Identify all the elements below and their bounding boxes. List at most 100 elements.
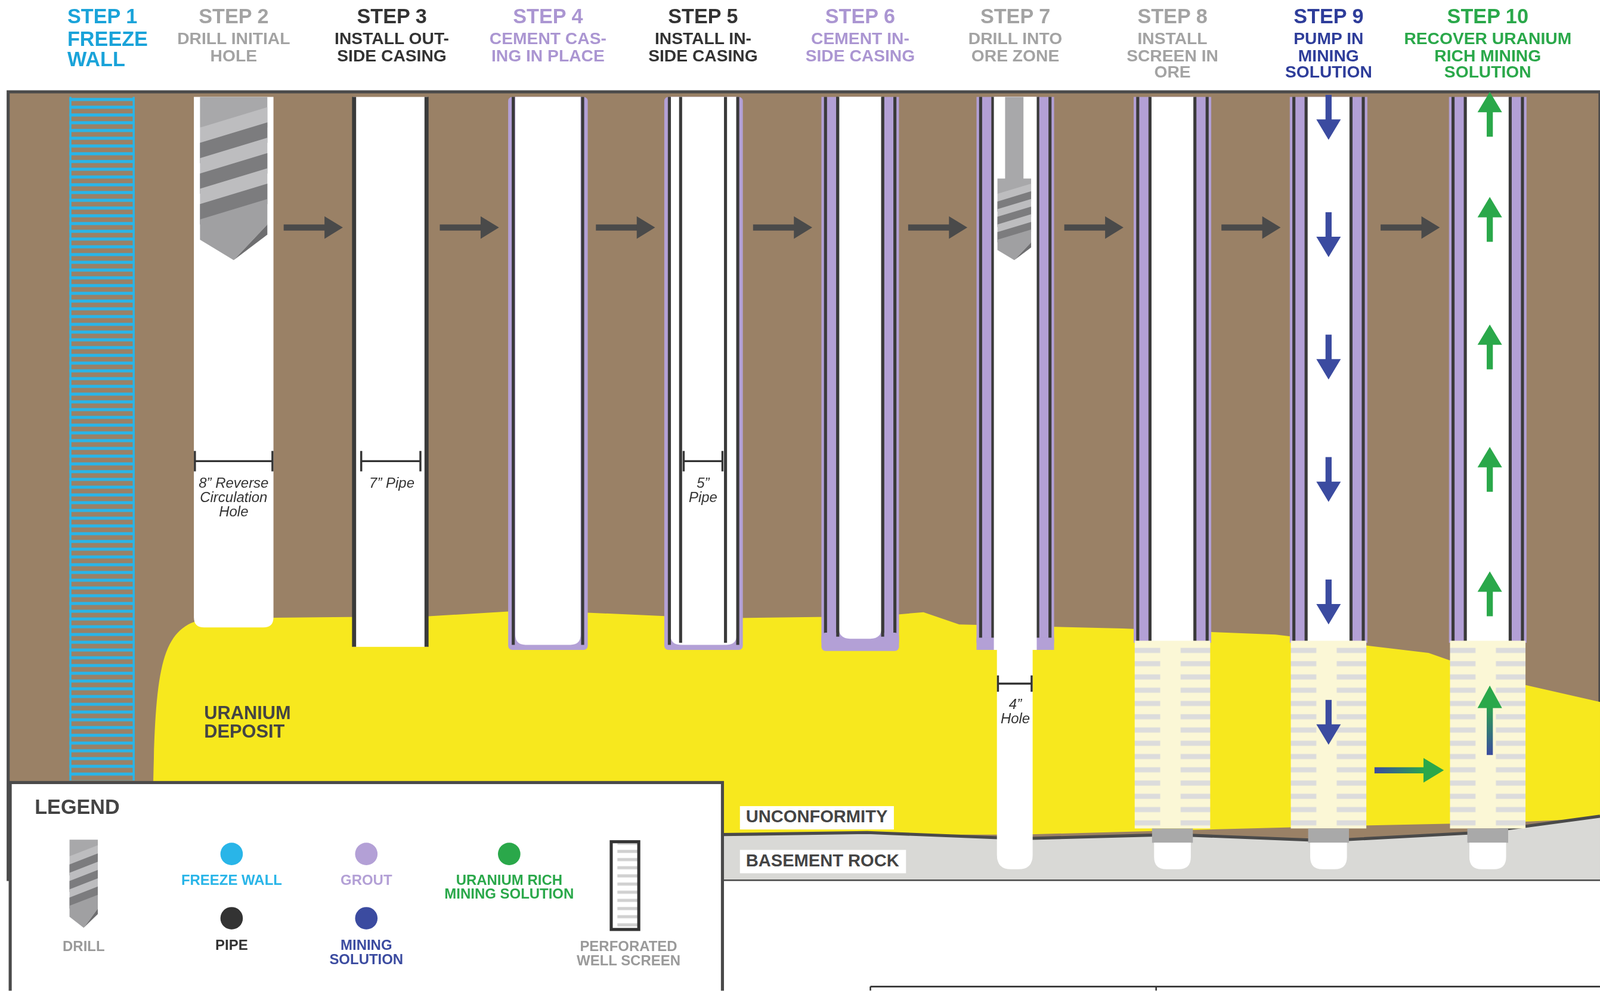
legend-text: PERFORATED WELL SCREEN — [567, 938, 690, 968]
inside-casing — [721, 450, 724, 472]
step-title: STEP 3 — [315, 5, 469, 27]
screened-wells — [1291, 641, 1367, 870]
step-subtitle: INSTALL OUT-SIDE CASING — [326, 29, 458, 64]
ore-zone-drilling — [997, 682, 1032, 685]
cemented-inside-casing — [881, 97, 885, 637]
flow-arrows — [1477, 91, 1503, 137]
inside-casing — [670, 97, 737, 646]
freeze-wall — [69, 97, 135, 781]
drill-hole — [193, 97, 274, 628]
flow-arrows — [1316, 334, 1341, 380]
inside-casing — [667, 97, 671, 646]
dimension-label: 8” Reverse Circulation Hole — [186, 475, 281, 519]
layer-label: UNCONFORMITY — [746, 808, 888, 828]
legend-swatch — [220, 842, 244, 866]
flow-arrows — [1316, 212, 1341, 258]
step-subtitle: PUMP IN MINING SOLUTION — [1263, 29, 1394, 81]
cemented-casing — [511, 97, 515, 646]
step-title: STEP 4 — [471, 5, 625, 27]
drill-hole — [199, 97, 268, 261]
drill-hole — [271, 450, 274, 472]
screened-wells — [1133, 97, 1212, 643]
step-title: STEP 8 — [1096, 5, 1250, 27]
outside-casing — [424, 97, 429, 648]
ore-zone-drilling — [1004, 97, 1024, 184]
legend-text: MINING SOLUTION — [319, 937, 414, 967]
legend-panel — [10, 782, 723, 991]
legend-swatch — [497, 842, 521, 866]
step-subtitle: INSTALL SCREEN IN ORE — [1107, 29, 1239, 81]
cemented-casing — [580, 97, 584, 646]
table-frame — [870, 985, 1600, 988]
legend-text: DRILL — [47, 938, 120, 953]
ore-zone-drilling — [976, 97, 1055, 870]
deposit-label: URANIUM DEPOSIT — [203, 704, 327, 742]
ground — [8, 91, 1600, 880]
legend-swatch — [354, 907, 378, 930]
flow-arrows — [1423, 757, 1444, 783]
legend-swatch — [220, 907, 244, 930]
step-title: STEP 1 — [67, 5, 170, 27]
outside-casing — [353, 97, 428, 648]
dimension-label: 4” Hole — [994, 697, 1036, 726]
step-arrows — [595, 216, 655, 240]
inside-casing — [679, 97, 683, 643]
inside-casing — [723, 97, 727, 643]
flow-arrows — [1477, 324, 1503, 370]
step-title: STEP 10 — [1410, 5, 1565, 27]
ore-zone-drilling — [997, 178, 1032, 261]
step-subtitle: CEMENT IN-SIDE CASING — [794, 29, 926, 64]
ore-zone-drilling — [997, 178, 1032, 261]
flow-arrows — [1374, 767, 1426, 774]
drill-hole — [193, 450, 196, 472]
flow-arrows — [1316, 700, 1341, 745]
table-frame — [869, 986, 872, 991]
step-title: STEP 5 — [626, 5, 781, 27]
outside-casing — [351, 97, 357, 648]
step-title: STEP 2 — [157, 5, 311, 27]
step-title: STEP 6 — [783, 5, 937, 27]
flow-arrows — [1316, 94, 1341, 140]
layer-label-box: UNCONFORMITY — [740, 806, 894, 830]
legend-panel — [611, 842, 639, 930]
flow-arrows — [1477, 446, 1503, 492]
freeze-wall — [69, 97, 71, 781]
legend-panel — [69, 839, 98, 928]
outside-casing — [360, 450, 362, 472]
cemented-inside-casing — [839, 97, 882, 640]
table-frame — [870, 986, 1600, 991]
legend-title: LEGEND — [34, 796, 157, 817]
outside-casing — [353, 97, 428, 648]
step-arrows — [1221, 216, 1281, 240]
drill-hole — [193, 97, 274, 628]
flow-arrows — [1477, 571, 1503, 617]
drill-hole — [195, 460, 273, 463]
cemented-casing — [508, 97, 588, 651]
legend-text: FREEZE WALL — [170, 872, 293, 887]
outside-casing — [361, 460, 421, 463]
inside-casing — [682, 450, 685, 472]
cemented-casing — [508, 97, 588, 651]
step-arrows — [283, 216, 1441, 240]
table-frame — [1155, 986, 1157, 991]
step-subtitle: DRILL INITIAL HOLE — [168, 29, 299, 64]
legend-panel — [69, 839, 98, 928]
legend-text: URANIUM RICH MINING SOLUTION — [432, 872, 587, 902]
screened-wells — [1449, 97, 1527, 643]
legend-text: GROUT — [320, 872, 413, 887]
cemented-casing — [515, 97, 581, 646]
ore-zone-drilling — [997, 642, 1033, 870]
step-subtitle: RECOVER URANIUM RICH MINING SOLUTION — [1403, 29, 1572, 81]
flow-arrows — [1477, 685, 1503, 709]
flow-arrows — [1486, 704, 1493, 756]
screened-wells — [1133, 97, 1527, 870]
inside-casing — [664, 97, 744, 651]
step-arrows — [1380, 216, 1440, 240]
flow-arrows — [1316, 91, 1502, 783]
inside-casing — [736, 97, 740, 646]
layer-label: BASEMENT ROCK — [746, 852, 900, 872]
outside-casing — [419, 450, 422, 472]
cemented-inside-casing — [836, 97, 840, 637]
freeze-wall — [132, 97, 135, 781]
